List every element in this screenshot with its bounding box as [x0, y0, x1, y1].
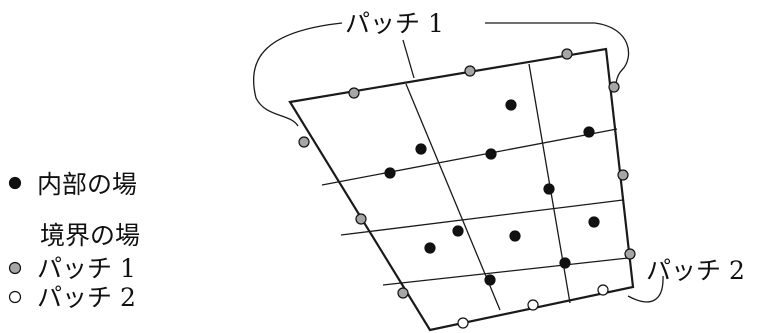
patch2-boundary-dot: [597, 284, 609, 296]
legend-patch1-marker: [8, 261, 22, 275]
interior-field-dot: [452, 225, 464, 237]
patch1-boundary-dot: [608, 81, 620, 93]
patch1-boundary-dot: [298, 136, 310, 148]
interior-field-dot: [484, 274, 496, 286]
patch1-boundary-dot: [355, 213, 367, 225]
interior-field-dot: [583, 126, 595, 138]
legend-boundary-heading: 境界の場: [40, 221, 140, 250]
legend-interior-text: 内部の場: [37, 170, 137, 199]
interior-field-dot: [485, 148, 497, 160]
patch1-boundary-dot: [464, 65, 476, 77]
patch2-label: パッチ 2: [646, 256, 745, 285]
legend: 内部の場 境界の場 パッチ 1 パッチ 2: [8, 170, 140, 312]
patch1-boundary-dot: [624, 248, 636, 260]
interior-field-dot: [543, 183, 555, 195]
interior-field-dot: [415, 143, 427, 155]
leader-top-left: [252, 22, 343, 127]
grid-line-h3: [382, 257, 629, 286]
interior-field-dot: [384, 167, 396, 179]
grid-line-v1: [405, 83, 501, 311]
leader-patch2: [627, 275, 664, 303]
legend-patch1-text: パッチ 1: [37, 254, 136, 283]
legend-interior-marker: [8, 176, 22, 190]
grid-line-h1: [321, 128, 618, 186]
field-markers: [298, 48, 636, 329]
patch1-label: パッチ 1: [345, 9, 444, 38]
interior-field-dot: [424, 242, 436, 254]
patch1-boundary-dot: [617, 169, 629, 181]
interior-field-dot: [559, 257, 571, 269]
patch2-boundary-dot: [457, 317, 469, 329]
grid-line-h2: [340, 199, 624, 236]
legend-patch2-marker: [8, 290, 22, 304]
interior-field-dot: [505, 99, 517, 111]
patch2-boundary-dot: [527, 299, 539, 311]
patch-outline-main: [288, 47, 635, 332]
mesh-grid: [321, 63, 629, 311]
patch1-boundary-dot: [348, 87, 360, 99]
leader-lines: [252, 22, 664, 303]
legend-patch2-text: パッチ 2: [37, 283, 136, 312]
interior-field-dot: [509, 230, 521, 242]
patch1-boundary-dot: [561, 48, 573, 60]
leader-top-down: [402, 39, 415, 79]
patch1-boundary-dot: [397, 287, 409, 299]
interior-field-dot: [588, 216, 600, 228]
